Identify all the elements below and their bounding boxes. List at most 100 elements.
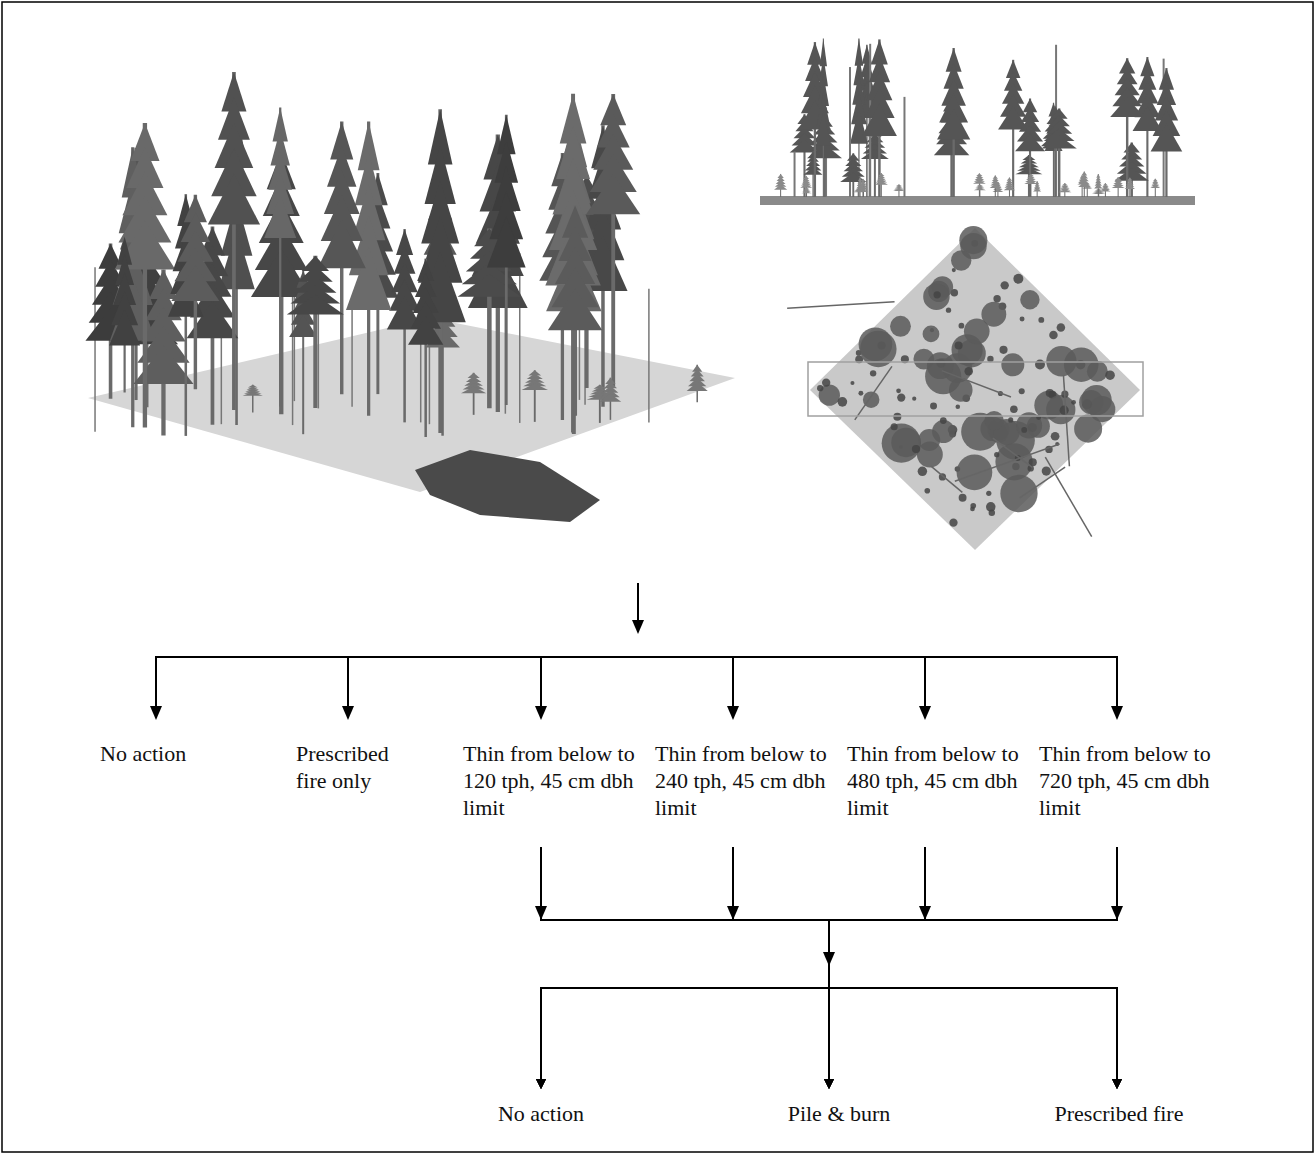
tree-crown: [858, 190, 868, 192]
option-label: No action: [466, 1100, 616, 1127]
followup-option: Prescribed fire: [1024, 1088, 1214, 1127]
crown-blob: [1020, 316, 1025, 321]
tree-crown: [133, 346, 193, 384]
stand-perspective: [85, 72, 707, 437]
tree-crown: [408, 316, 443, 345]
crown-blob: [955, 404, 960, 409]
crown-blob: [1000, 475, 1037, 512]
crown-blob: [1057, 323, 1066, 332]
treatment-option: No action: [100, 740, 220, 767]
option-label: Thin from below to 720 tph, 45 cm dbh li…: [1039, 740, 1223, 821]
tree-crown: [1015, 168, 1042, 174]
tree-crown: [1150, 185, 1160, 188]
plan-transect: [808, 362, 1143, 416]
tree-crown: [858, 186, 869, 189]
crown-blob: [923, 326, 940, 343]
treatment-option: Thin from below to 480 tph, 45 cm dbh li…: [847, 740, 1031, 847]
flow-connector: [829, 847, 925, 1088]
crown-blob: [1051, 432, 1060, 441]
followup-option: No action: [466, 1088, 616, 1127]
crown-blob: [817, 385, 823, 391]
crown-blob: [1021, 427, 1027, 433]
flow-connector: [733, 847, 1117, 1088]
option-label: Thin from below to 120 tph, 45 cm dbh li…: [463, 740, 647, 821]
crown-blob: [912, 397, 916, 401]
crown-blob: [960, 233, 986, 259]
tree-crown: [287, 295, 344, 315]
plan-plot: [810, 228, 1140, 550]
branch-lines: [155, 583, 1118, 710]
crown-blob: [964, 367, 972, 375]
tree-crown: [990, 184, 1001, 188]
crown-blob: [897, 393, 905, 401]
tree-crown: [522, 383, 548, 390]
tree-crown: [861, 187, 866, 188]
crown-blob: [994, 452, 999, 457]
flow-connector: [829, 847, 1117, 1088]
snag: [94, 267, 96, 431]
snag: [318, 300, 320, 408]
tree-crown: [804, 167, 823, 175]
tree-crown: [1024, 180, 1037, 183]
tree-crown: [1082, 187, 1092, 189]
fallen-log: [1063, 375, 1069, 466]
crown-blob: [859, 327, 893, 361]
snag: [903, 97, 905, 197]
tree-crown: [218, 229, 254, 289]
crown-blob: [981, 302, 1006, 327]
tree-crown: [1094, 184, 1102, 189]
option-label: Thin from below to 480 tph, 45 cm dbh li…: [847, 740, 1031, 821]
crown-blob: [1020, 290, 1039, 309]
snag: [519, 253, 521, 423]
crown-blob: [930, 403, 937, 410]
flow-connector: [829, 847, 1117, 1088]
tree-crown: [171, 266, 219, 301]
flow-connector: [541, 847, 925, 1088]
tree-crown: [208, 174, 260, 225]
tree-crown: [458, 274, 521, 297]
crown-blob: [957, 454, 993, 490]
crown-blob: [955, 342, 963, 350]
crown-blob: [1081, 385, 1111, 415]
fallen-log: [787, 302, 894, 309]
crown-blob: [1001, 353, 1024, 376]
snag: [648, 289, 650, 423]
flow-connector: [733, 847, 829, 1088]
tree-crown: [1125, 185, 1135, 189]
tree-crown: [1112, 184, 1125, 188]
crown-blob: [946, 308, 951, 313]
tree-crown: [973, 180, 986, 183]
snag: [351, 306, 353, 407]
crown-blob: [918, 467, 927, 476]
tree-crown: [548, 289, 602, 331]
crown-blob: [913, 349, 934, 370]
fallen-log: [855, 366, 892, 419]
tree-crown: [264, 195, 296, 239]
option-label: Pile & burn: [749, 1100, 929, 1127]
tree-crown: [1058, 189, 1071, 192]
tree-crown: [992, 189, 1003, 192]
crown-blob: [1019, 388, 1025, 394]
tree-crown: [586, 174, 640, 214]
treatment-option: Prescribed fire only: [296, 740, 416, 794]
crown-blob: [1013, 274, 1023, 284]
crown-blob: [1049, 331, 1058, 340]
tree-crown: [861, 149, 889, 159]
crown-blob: [993, 295, 1000, 302]
tree-crown: [289, 315, 317, 337]
tree-crown: [487, 217, 526, 268]
side-ground: [760, 196, 1195, 205]
tree-crown: [893, 189, 905, 191]
crown-blob: [924, 488, 930, 494]
fallen-debris: [415, 450, 600, 522]
snag: [292, 295, 294, 425]
crown-blob: [850, 381, 854, 385]
crown-blob: [923, 283, 949, 309]
snag: [794, 151, 796, 197]
crown-blob: [1008, 417, 1013, 422]
crown-blob: [1060, 406, 1069, 415]
treatment-option: Thin from below to 120 tph, 45 cm dbh li…: [463, 740, 647, 847]
crown-blob: [891, 423, 898, 430]
crown-blob: [949, 518, 957, 526]
